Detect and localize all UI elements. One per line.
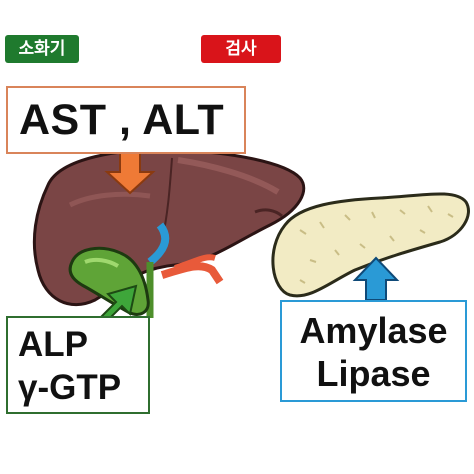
pancreas-enzyme-label: Amylase Lipase bbox=[280, 300, 467, 402]
ggtp-label: γ-GTP bbox=[18, 368, 122, 407]
lipase-label: Lipase bbox=[316, 353, 431, 394]
pancreas-arrow-icon bbox=[352, 256, 400, 301]
alp-label: ALP bbox=[18, 325, 88, 364]
amylase-label: Amylase bbox=[299, 310, 448, 351]
duct-illustration bbox=[146, 222, 224, 318]
liver-enzyme-label: AST , ALT bbox=[6, 86, 246, 154]
exam-badge: 검사 bbox=[201, 35, 281, 63]
bile-enzyme-label: ALP γ-GTP bbox=[6, 316, 150, 414]
pancreas-illustration bbox=[271, 192, 470, 298]
liver-arrow-icon bbox=[104, 152, 156, 195]
digestive-badge: 소화기 bbox=[5, 35, 79, 63]
